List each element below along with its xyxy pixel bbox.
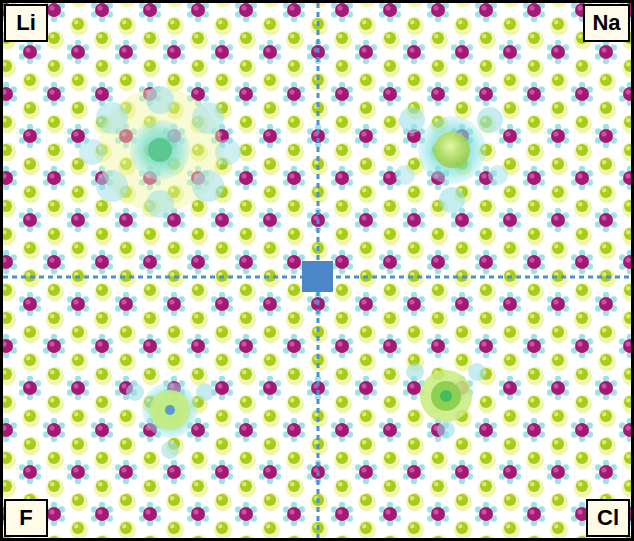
element-label-box: F	[4, 499, 48, 537]
element-label: Li	[16, 10, 36, 36]
element-label-box: Li	[4, 4, 48, 42]
element-label: F	[19, 505, 32, 531]
element-label-box: Cl	[586, 499, 630, 537]
element-label: Na	[592, 10, 620, 36]
na-defect	[395, 107, 508, 213]
center-square	[302, 261, 333, 292]
element-label-box: Na	[583, 4, 630, 42]
element-label: Cl	[597, 505, 619, 531]
cl-defect	[406, 363, 486, 439]
li-defect	[79, 86, 241, 218]
f-defect	[126, 382, 214, 459]
